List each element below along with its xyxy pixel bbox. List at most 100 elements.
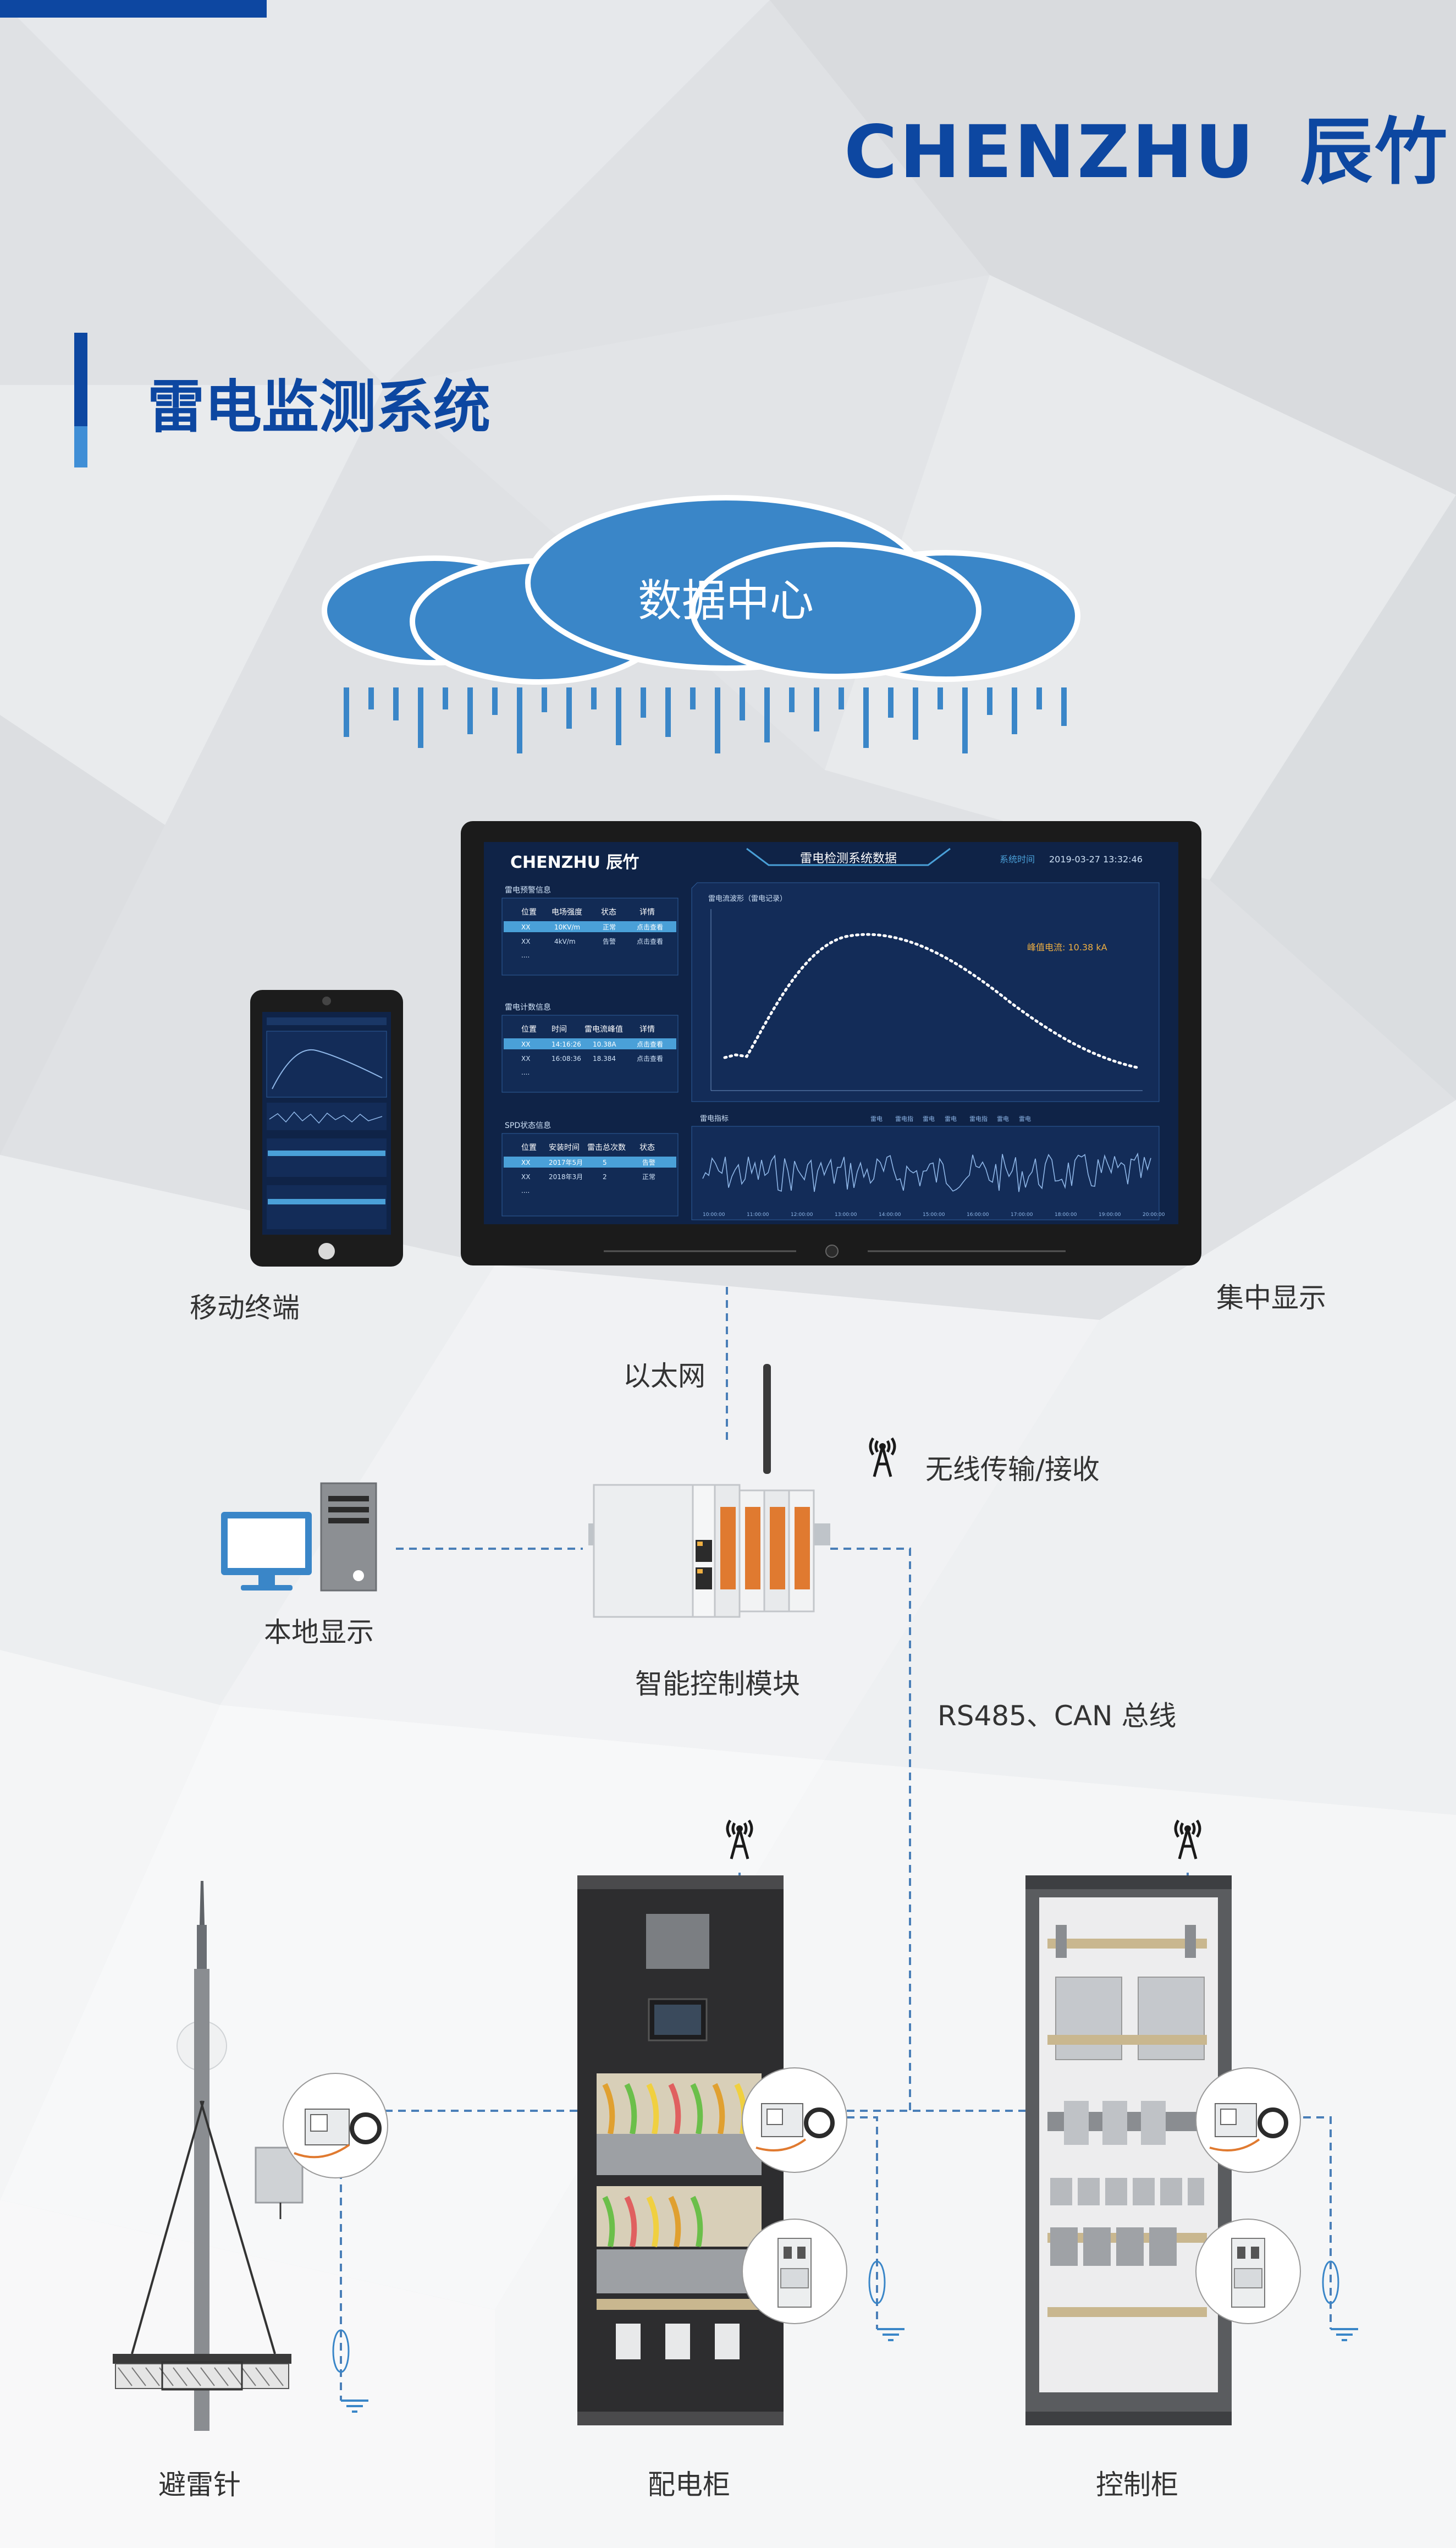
svg-text:2: 2 bbox=[603, 1173, 607, 1181]
svg-text:雷电流波形（雷电记录）: 雷电流波形（雷电记录） bbox=[708, 895, 787, 903]
svg-text:雷电: 雷电 bbox=[923, 1115, 935, 1122]
svg-text:详情: 详情 bbox=[639, 1025, 655, 1034]
chart2-xtick: 17:00:00 bbox=[1011, 1212, 1033, 1218]
svg-text:位置: 位置 bbox=[521, 1025, 537, 1034]
peak-current-label: 峰值电流: 10.38 kA bbox=[1027, 942, 1107, 953]
screen-time-label: 系统时间 bbox=[1000, 854, 1035, 865]
svg-text:5: 5 bbox=[603, 1159, 607, 1166]
label-central-display: 集中显示 bbox=[1216, 1282, 1326, 1314]
central-display: CHENZHU 辰竹 雷电检测系统数据 系统时间 2019-03-27 13:3… bbox=[461, 821, 1201, 1265]
top-accent-strip bbox=[0, 0, 267, 18]
svg-text:....: .... bbox=[521, 951, 530, 959]
chart2-xtick: 15:00:00 bbox=[923, 1212, 945, 1218]
svg-text:SPD状态信息: SPD状态信息 bbox=[505, 1121, 551, 1130]
svg-text:18.384: 18.384 bbox=[593, 1055, 616, 1063]
chart2-xtick: 20:00:00 bbox=[1143, 1212, 1165, 1218]
screen-header: 雷电检测系统数据 bbox=[800, 852, 897, 866]
svg-text:雷电流峰值: 雷电流峰值 bbox=[584, 1025, 623, 1034]
distribution-spd-callout bbox=[742, 2219, 847, 2324]
svg-text:状态: 状态 bbox=[601, 908, 616, 917]
rod-current-sensor-callout bbox=[283, 2073, 388, 2178]
svg-text:XX: XX bbox=[521, 1173, 530, 1181]
svg-text:雷电指标: 雷电指标 bbox=[700, 1115, 729, 1123]
label-bus: RS485、CAN 总线 bbox=[937, 1700, 1177, 1732]
svg-text:....: .... bbox=[521, 1069, 530, 1076]
panel-spd-status: SPD状态信息 位置 安装时间 雷击总次数 状态 XX 2017年5月 5 告警… bbox=[501, 1121, 679, 1217]
lightning-rod bbox=[113, 1881, 291, 2431]
brand-chinese: 辰竹 bbox=[1300, 110, 1450, 195]
svg-text:雷电: 雷电 bbox=[1019, 1115, 1031, 1122]
chart2-xtick: 14:00:00 bbox=[879, 1212, 901, 1218]
control-spd-callout bbox=[1195, 2219, 1301, 2324]
monitor-icon bbox=[221, 1512, 312, 1591]
antenna-icon bbox=[869, 1437, 896, 1477]
smart-control-module bbox=[588, 1364, 830, 1618]
svg-text:....: .... bbox=[521, 1187, 530, 1195]
svg-text:雷电预警信息: 雷电预警信息 bbox=[505, 885, 551, 895]
svg-text:雷电: 雷电 bbox=[997, 1115, 1009, 1122]
svg-text:XX: XX bbox=[521, 1159, 530, 1166]
svg-text:位置: 位置 bbox=[521, 908, 537, 917]
label-lightning-rod: 避雷针 bbox=[158, 2469, 241, 2501]
distribution-current-sensor-callout bbox=[742, 2067, 847, 2173]
label-ethernet: 以太网 bbox=[623, 1360, 705, 1392]
svg-text:正常: 正常 bbox=[642, 1173, 655, 1181]
svg-text:电场强度: 电场强度 bbox=[551, 908, 582, 917]
label-smart-module: 智能控制模块 bbox=[635, 1668, 800, 1700]
svg-text:点击查看: 点击查看 bbox=[637, 923, 663, 931]
svg-text:详情: 详情 bbox=[639, 908, 655, 917]
label-wireless: 无线传输/接收 bbox=[925, 1454, 1100, 1485]
brand-latin: CHENZHU bbox=[844, 110, 1256, 195]
chart2-xtick: 13:00:00 bbox=[835, 1212, 857, 1218]
control-current-sensor-callout bbox=[1195, 2067, 1301, 2173]
chart2-xtick: 18:00:00 bbox=[1055, 1212, 1077, 1218]
ground-symbol-icon-control bbox=[1322, 2260, 1358, 2341]
chart2-xtick: 10:00:00 bbox=[703, 1212, 725, 1218]
svg-text:时间: 时间 bbox=[551, 1025, 567, 1034]
svg-text:XX: XX bbox=[521, 938, 530, 945]
panel-lightning-warning: 雷电预警信息 位置 电场强度 状态 详情 XX 10KV/m 正常 点击查看 X… bbox=[501, 885, 679, 976]
label-control-cabinet: 控制柜 bbox=[1096, 2469, 1178, 2501]
title-accent-bar-light bbox=[74, 426, 87, 467]
pc-tower-icon bbox=[320, 1482, 377, 1592]
cloud-icon: 数据中心 bbox=[322, 495, 1080, 753]
svg-text:雷电指: 雷电指 bbox=[969, 1115, 988, 1122]
svg-text:雷电: 雷电 bbox=[945, 1115, 957, 1122]
svg-text:状态: 状态 bbox=[639, 1143, 655, 1152]
panel-lightning-count: 雷电计数信息 位置 时间 雷电流峰值 详情 XX 14:16:26 10.38A… bbox=[501, 1003, 679, 1093]
svg-text:位置: 位置 bbox=[521, 1143, 537, 1152]
antenna-icon-distribution bbox=[726, 1819, 753, 1859]
page-title: 雷电监测系统 bbox=[147, 373, 491, 441]
distribution-cabinet bbox=[577, 1875, 784, 2425]
screen-logo: CHENZHU 辰竹 bbox=[510, 853, 639, 872]
brand-logo: CHENZHU 辰竹 bbox=[844, 93, 1449, 199]
svg-text:4kV/m: 4kV/m bbox=[554, 938, 576, 945]
screen-power-button bbox=[825, 1245, 839, 1258]
svg-text:点击查看: 点击查看 bbox=[637, 1041, 663, 1048]
mobile-terminal bbox=[250, 990, 403, 1267]
svg-text:2017年5月: 2017年5月 bbox=[549, 1159, 583, 1166]
cloud-label: 数据中心 bbox=[638, 575, 814, 626]
title-accent-bar bbox=[74, 333, 87, 426]
svg-text:雷击总次数: 雷击总次数 bbox=[587, 1143, 626, 1152]
chart2-xtick: 12:00:00 bbox=[791, 1212, 813, 1218]
svg-text:安装时间: 安装时间 bbox=[549, 1143, 580, 1152]
control-cabinet bbox=[1025, 1875, 1232, 2425]
svg-text:XX: XX bbox=[521, 923, 530, 931]
svg-text:XX: XX bbox=[521, 1055, 530, 1063]
screen-time-value: 2019-03-27 13:32:46 bbox=[1049, 854, 1143, 865]
svg-text:正常: 正常 bbox=[603, 923, 616, 931]
svg-text:点击查看: 点击查看 bbox=[637, 938, 663, 945]
svg-text:10KV/m: 10KV/m bbox=[554, 923, 580, 931]
svg-text:XX: XX bbox=[521, 1041, 530, 1048]
svg-text:14:16:26: 14:16:26 bbox=[551, 1041, 581, 1048]
label-local-display: 本地显示 bbox=[264, 1616, 374, 1648]
svg-text:告警: 告警 bbox=[642, 1158, 655, 1166]
ground-symbol-icon-distribution bbox=[868, 2260, 905, 2341]
chart2-xtick: 19:00:00 bbox=[1099, 1212, 1121, 1218]
antenna-icon-control bbox=[1174, 1819, 1201, 1859]
chart2-xtick: 16:00:00 bbox=[967, 1212, 989, 1218]
svg-text:雷电: 雷电 bbox=[870, 1115, 883, 1122]
